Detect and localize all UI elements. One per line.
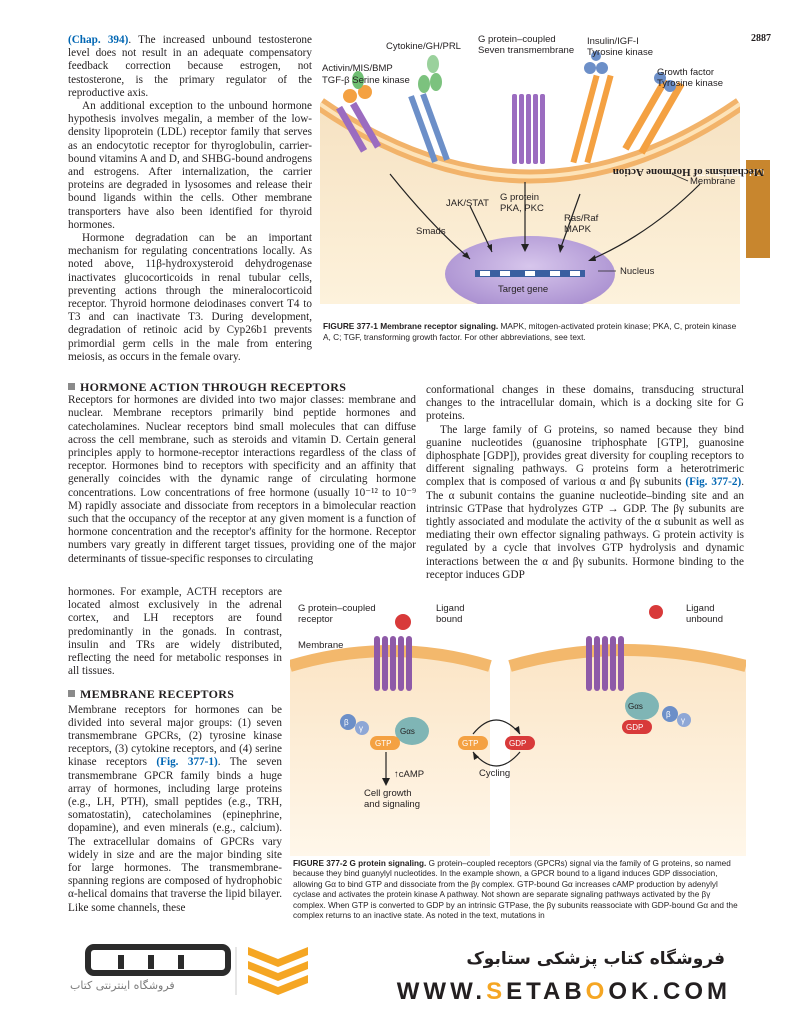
label-g-protein-2: PKA, PKC xyxy=(500,203,544,214)
chapter-reference-link[interactable]: (Chap. 394) xyxy=(68,34,129,46)
label-membrane: Membrane xyxy=(298,640,343,651)
label-cytokine: Cytokine/GH/PRL xyxy=(386,41,461,52)
svg-text:β: β xyxy=(344,718,349,727)
section-heading: MEMBRANE RECEPTORS xyxy=(68,688,282,701)
label-gpcr-1: G protein–coupled xyxy=(298,603,376,614)
figure-reference-link[interactable]: (Fig. 377-2) xyxy=(685,476,742,489)
setabook-logo xyxy=(85,944,308,995)
label-ligand-bound-1: Ligand xyxy=(436,603,465,614)
serine-kinase-receptor xyxy=(336,71,382,153)
paragraph: An additional exception to the unbound h… xyxy=(68,100,312,231)
label-insulin-1: Insulin/IGF-I xyxy=(587,36,639,47)
figure-reference-link[interactable]: (Fig. 377-1) xyxy=(156,756,218,769)
paragraph: Membrane receptors for hormones can be d… xyxy=(68,703,282,914)
paragraph: Receptors for hormones are divided into … xyxy=(68,394,416,565)
growth-factor-receptor xyxy=(622,72,685,155)
svg-text:β: β xyxy=(666,710,671,719)
section-hormone-action: HORMONE ACTION THROUGH RECEPTORS Recepto… xyxy=(68,380,416,566)
label-activin: Activin/MIS/BMP xyxy=(322,63,393,74)
chapter-tab xyxy=(746,160,770,258)
label-tgf: TGF-β Serine kinase xyxy=(322,75,410,86)
galpha-subunit-inactive xyxy=(625,692,659,720)
svg-text:GDP: GDP xyxy=(626,723,643,732)
label-g-protein-1: G protein xyxy=(500,192,539,203)
figure-membrane-receptor-signaling: Activin/MIS/BMP TGF-β Serine kinase Cyto… xyxy=(320,34,740,304)
gpcr-receptor xyxy=(512,94,545,164)
paragraph: (Chap. 394). The increased unbound testo… xyxy=(68,34,312,99)
ligand-unbound-icon xyxy=(649,605,663,619)
label-ligand-unbound-2: unbound xyxy=(686,614,723,625)
label-cell-growth-2: and signaling xyxy=(364,799,420,810)
svg-text:GDP: GDP xyxy=(509,739,526,748)
svg-text:GTP: GTP xyxy=(462,739,478,748)
cytoplasm xyxy=(320,104,740,304)
label-growth-factor-1: Growth factor xyxy=(657,67,714,78)
label-gpcr-2: receptor xyxy=(298,614,333,625)
gpcr-bound xyxy=(374,636,412,691)
galpha-subunit xyxy=(395,717,429,745)
chapter-title: Mechanisms of Hormone Action xyxy=(612,166,764,178)
label-jak-stat: JAK/STAT xyxy=(446,198,489,209)
paragraph: Hormone degradation can be an important … xyxy=(68,232,312,363)
figure-1-caption: FIGURE 377-1 Membrane receptor signaling… xyxy=(323,321,737,342)
label-ras-raf: Ras/Raf xyxy=(564,213,599,224)
label-ligand-bound-2: bound xyxy=(436,614,462,625)
logo-chevron-icon xyxy=(248,947,308,995)
cytokine-receptor xyxy=(408,55,450,163)
beta-subunit xyxy=(340,714,356,730)
chapter-running-head: CHAPTER 377 Mechanisms of Hormone Action xyxy=(613,162,768,402)
section-heading: HORMONE ACTION THROUGH RECEPTORS xyxy=(68,380,416,394)
ligand-icon xyxy=(395,614,411,630)
paragraph: hormones. For example, ACTH receptors ar… xyxy=(68,586,282,678)
label-mapk: MAPK xyxy=(564,224,592,235)
svg-text:Gαs: Gαs xyxy=(628,702,643,711)
gdp-badge xyxy=(622,720,652,734)
gamma-subunit xyxy=(355,721,369,735)
label-gpcr-1: G protein–coupled xyxy=(478,34,556,45)
right-column-text: conformational changes in these domains,… xyxy=(426,384,744,582)
section-membrane-receptors: hormones. For example, ACTH receptors ar… xyxy=(68,586,282,915)
left-column-top: (Chap. 394). The increased unbound testo… xyxy=(68,34,312,364)
insulin-receptor xyxy=(570,51,614,164)
footer-banner: فروشگاه اینترنتی کتاب فروشگاه کتاب پزشکی… xyxy=(0,935,789,1010)
label-growth-factor-2: Tyrosine kinase xyxy=(657,78,723,89)
figure-2-caption: FIGURE 377-2 G protein signaling. G prot… xyxy=(293,859,738,921)
paragraph: conformational changes in these domains,… xyxy=(426,384,744,423)
label-insulin-2: Tyrosine kinase xyxy=(587,47,653,58)
label-ligand-unbound-1: Ligand xyxy=(686,603,715,614)
svg-text:γ: γ xyxy=(359,724,363,733)
gtp-badge xyxy=(370,736,400,750)
store-title: فروشگاه کتاب پزشکی ستابوک xyxy=(466,949,725,969)
label-nucleus: Nucleus xyxy=(620,266,655,277)
label-smads: Smads xyxy=(416,226,446,237)
signal-arrows xyxy=(389,173,701,261)
label-cycling: Cycling xyxy=(479,768,510,779)
paragraph: The large family of G proteins, so named… xyxy=(426,423,744,581)
svg-text:GTP: GTP xyxy=(375,739,391,748)
svg-text:γ: γ xyxy=(681,716,685,725)
label-membrane: Membrane xyxy=(690,176,735,187)
label-target-gene: Target gene xyxy=(498,284,548,295)
gpcr-unbound xyxy=(586,636,624,691)
label-cell-growth-1: Cell growth xyxy=(364,788,412,799)
figure-g-protein-signaling: G protein–coupled receptor Ligand bound … xyxy=(290,603,746,856)
store-url[interactable]: WWW.SETABOOK.COM xyxy=(396,978,731,1005)
svg-text:Gαs: Gαs xyxy=(400,727,415,736)
label-camp: ↑cAMP xyxy=(394,769,424,780)
page-number: 2887 xyxy=(751,33,771,44)
logo-subtitle: فروشگاه اینترنتی کتاب xyxy=(70,979,175,992)
label-gpcr-2: Seven transmembrane xyxy=(478,45,574,56)
